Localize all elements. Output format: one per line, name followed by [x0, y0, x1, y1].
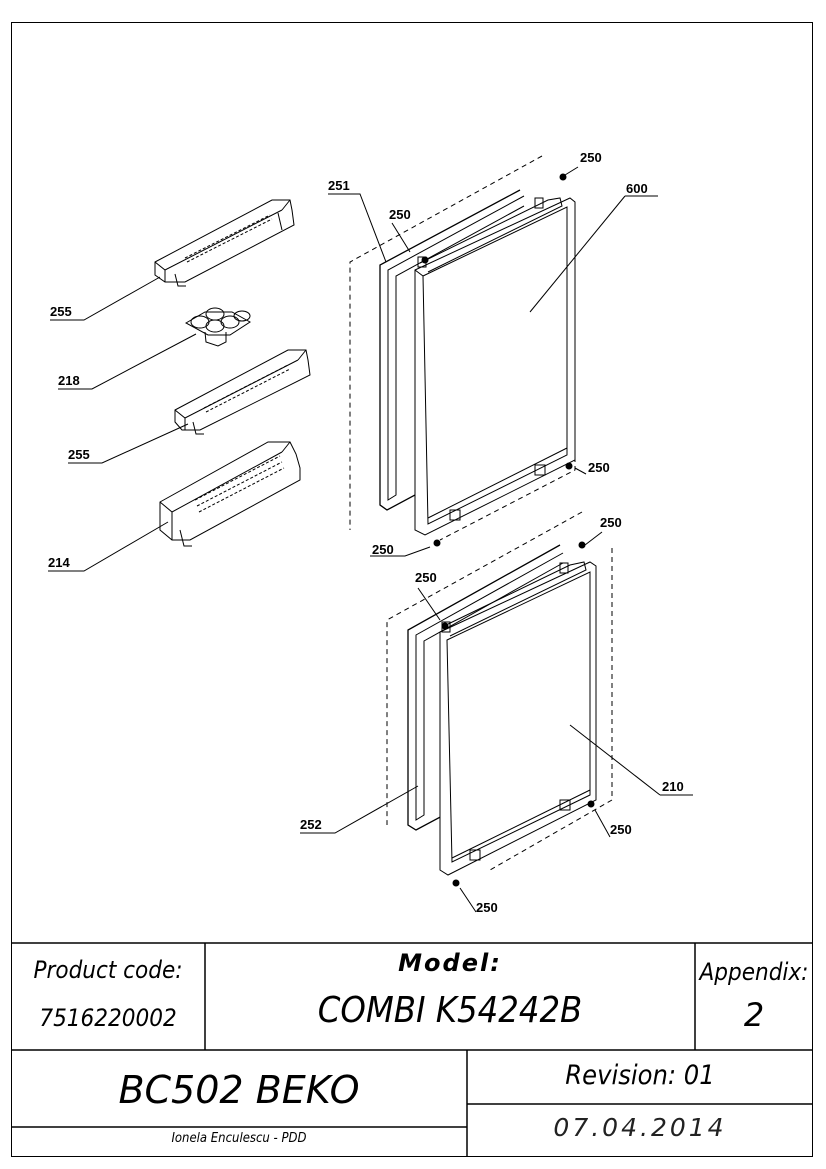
callout-250-f: 250: [610, 822, 632, 837]
bottle-shelf-214: [159, 441, 301, 547]
appendix-label: Appendix:: [699, 958, 809, 986]
callout-250-a: 250: [389, 207, 411, 222]
door-shelf-255-lower: [174, 349, 311, 435]
callout-255-b: 255: [68, 447, 90, 462]
callout-214: 214: [48, 555, 70, 570]
egg-tray-218: [184, 307, 251, 347]
brand-title: BC502 BEKO: [118, 1068, 360, 1112]
callout-252: 252: [300, 817, 322, 832]
callout-250-g: 250: [476, 900, 498, 915]
model-label: Model:: [398, 949, 502, 977]
callout-250-d: 250: [600, 515, 622, 530]
callout-600: 600: [626, 181, 648, 196]
revision: Revision: 01: [565, 1060, 715, 1091]
drawing-frame: [11, 22, 813, 1157]
callout-210: 210: [662, 779, 684, 794]
callout-250-b: 250: [588, 460, 610, 475]
callout-250-e: 250: [415, 570, 437, 585]
callout-250-top: 250: [580, 150, 602, 165]
callout-250-c: 250: [372, 542, 394, 557]
callout-251: 251: [328, 178, 350, 193]
date: 07.04.2014: [553, 1113, 727, 1142]
model-value: COMBI K54242B: [317, 990, 583, 1031]
author: Ionela Enculescu - PDD: [171, 1131, 307, 1146]
door-shelf-255-upper: [154, 199, 295, 287]
product-code-label: Product code:: [33, 956, 183, 984]
upper-door-part-600: [349, 155, 576, 541]
appendix-value: 2: [743, 996, 765, 1034]
product-code-value: 7516220002: [39, 1004, 177, 1032]
screws-250: [421, 173, 595, 887]
callout-218: 218: [58, 373, 80, 388]
lower-door-part-210: [386, 511, 613, 876]
callout-255-a: 255: [50, 304, 72, 319]
title-block-lines: [11, 942, 813, 1157]
